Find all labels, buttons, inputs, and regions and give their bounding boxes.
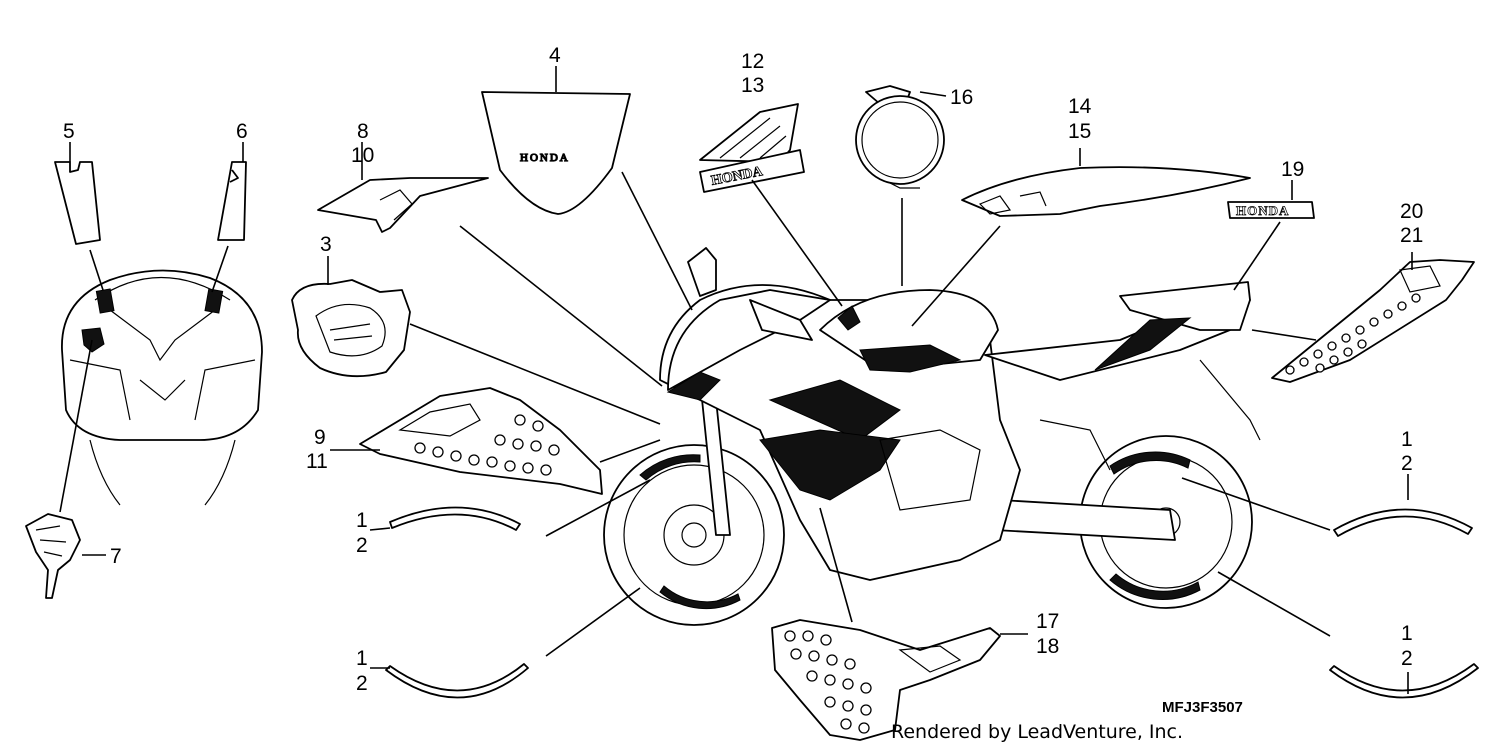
windscreen-logo: HONDA [520,152,570,164]
rim-tape-rear-lower[interactable] [1329,663,1479,699]
decal-7[interactable] [25,513,81,599]
decal-12-13-wing-logo[interactable]: HONDA [699,103,805,193]
callout-labels: 4 5 6 7 8 10 3 9 11 12 13 16 14 15 19 20… [63,44,1423,695]
leader-lines-left [59,142,244,556]
front-fairing-view [61,269,263,506]
callout-19: 19 [1281,158,1304,181]
callout-4: 4 [549,44,561,67]
callout-14: 14 [1068,95,1092,118]
decal-17-18-lower-panel[interactable] [771,619,1001,741]
decal-14-15-tank-stripe[interactable] [961,166,1251,217]
decal-19-tail-logo[interactable]: HONDA [1227,201,1315,219]
callout-2-front-upper: 2 [356,534,368,557]
callout-7: 7 [110,545,122,568]
callout-11: 11 [306,450,328,473]
rendered-by-credit: Rendered by LeadVenture, Inc. [891,721,1183,743]
callout-15: 15 [1068,120,1091,143]
callout-5: 5 [63,120,75,143]
callout-2-front-lower: 2 [356,672,368,695]
callout-2-rear-lower: 2 [1401,647,1413,670]
callout-3: 3 [320,233,332,256]
callout-1-rear-lower: 1 [1401,622,1413,645]
callout-6: 6 [236,120,248,143]
callout-12: 12 [741,50,764,73]
callout-2-rear-upper: 2 [1401,452,1413,475]
callout-13: 13 [741,74,764,97]
decal-16-ring[interactable] [855,85,945,189]
tail-logo-text: HONDA [1236,203,1289,218]
decal-3-emblem[interactable] [291,279,411,378]
callout-20: 20 [1400,200,1423,223]
callout-21: 21 [1400,224,1423,247]
diagram-code: MFJ3F3507 [1162,699,1243,716]
callout-10: 10 [351,144,374,167]
dot-pattern-17 [784,630,872,734]
decal-6[interactable] [217,161,247,241]
callout-8: 8 [357,120,369,143]
decal-5[interactable] [54,161,101,245]
dot-pattern-20 [1285,293,1421,375]
decal-9-11-side-panel[interactable] [359,387,603,495]
dot-pattern-9 [414,414,560,476]
leader-lines-main [327,66,1413,694]
decal-20-21-tail-panel[interactable] [1271,259,1475,383]
rim-tape-front-upper[interactable] [389,506,521,531]
callout-17: 17 [1036,610,1059,633]
decal-8-10[interactable] [317,177,489,233]
motorcycle-side-view [603,247,1261,626]
callout-9: 9 [314,426,326,449]
callout-1-rear-upper: 1 [1401,428,1413,451]
rim-tape-rear-upper[interactable] [1333,508,1473,537]
callout-1-front-lower: 1 [356,647,368,670]
callout-1-front-upper: 1 [356,509,368,532]
callout-16: 16 [950,86,973,109]
rim-tape-front-lower[interactable] [385,663,529,699]
decal-4-windscreen[interactable]: HONDA [481,91,631,215]
callout-18: 18 [1036,635,1059,658]
